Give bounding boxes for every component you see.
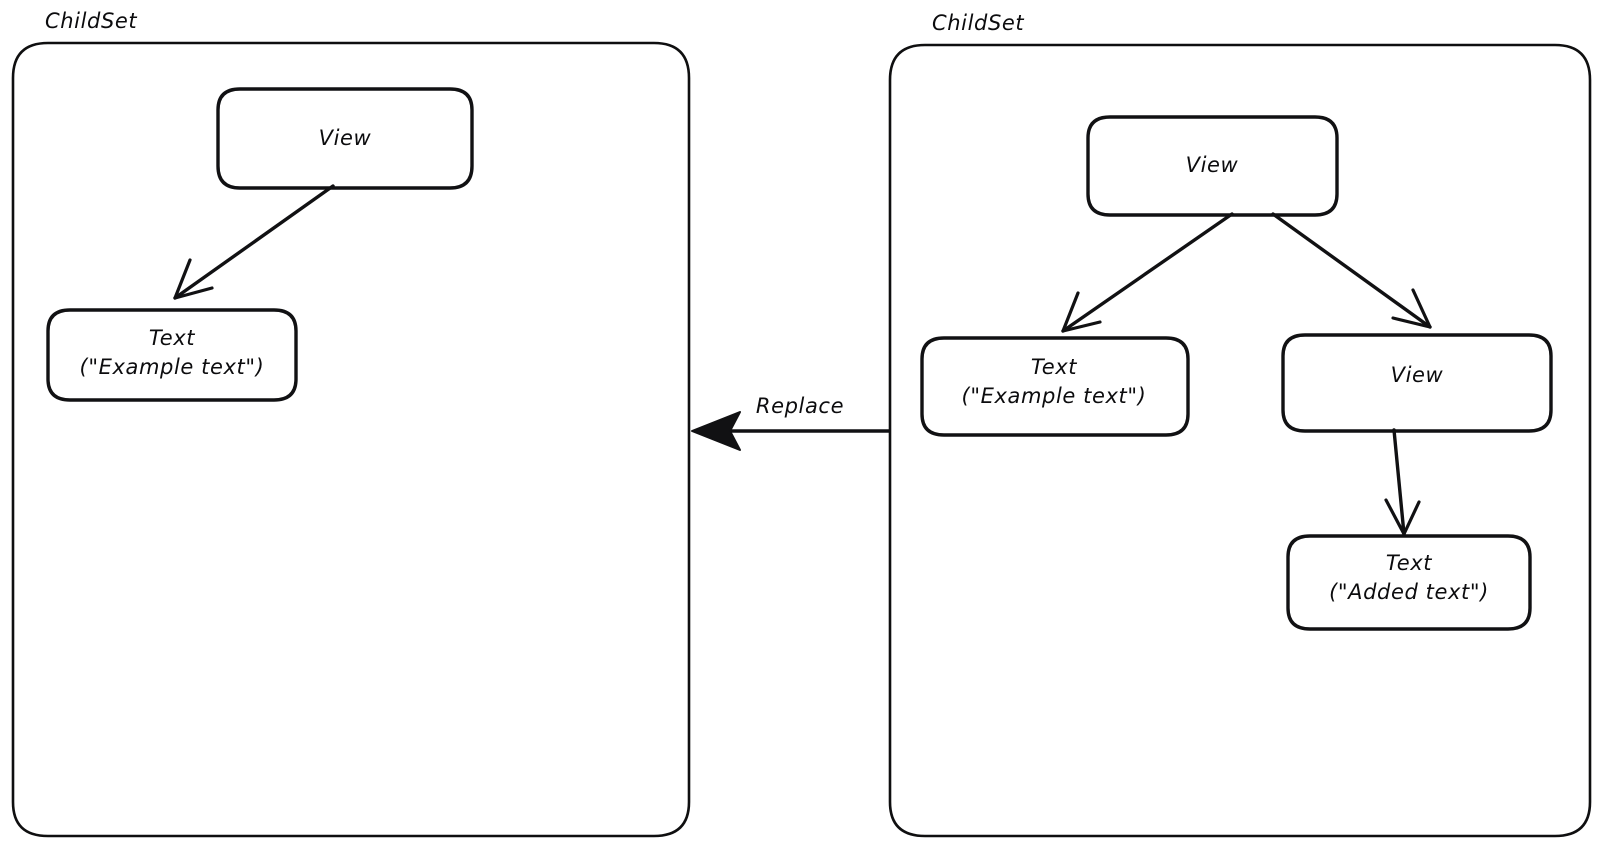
node-label-line1: View <box>319 126 372 150</box>
edge-shaft <box>173 184 335 300</box>
node-text-before: Text ("Example text") <box>46 308 298 402</box>
edge-shaft <box>1392 428 1406 536</box>
node-border <box>1281 333 1553 433</box>
node-text-after-added: Text ("Added text") <box>1286 534 1532 631</box>
panel-border-before <box>11 41 691 838</box>
node-label-line2: ("Example text") <box>962 384 1147 408</box>
replace-arrowhead <box>691 411 741 451</box>
node-border <box>1286 534 1532 631</box>
replace-transition: Replace <box>691 394 891 451</box>
node-label-line1: Text <box>1386 551 1432 575</box>
edge-after-view-to-added <box>1384 428 1421 536</box>
panel-label-before: ChildSet <box>45 9 137 33</box>
childset-panel-after: ChildSet View Text ("Example text") <box>888 11 1592 838</box>
edge-arrowhead <box>1384 498 1421 536</box>
node-border <box>46 308 298 402</box>
childset-panel-before: ChildSet View Text ("Example text") <box>11 9 691 838</box>
node-view-before-root: View <box>216 87 474 190</box>
edge-shaft <box>1061 212 1234 333</box>
node-border <box>1086 115 1339 217</box>
edge-shaft <box>1271 212 1432 329</box>
node-label-line1: View <box>1186 153 1239 177</box>
panel-border-after <box>888 43 1592 838</box>
node-label-line2: ("Example text") <box>80 355 265 379</box>
edge-before-root-to-text <box>173 184 335 300</box>
node-label-line1: Text <box>149 326 195 350</box>
edge-arrowhead <box>173 258 214 300</box>
edge-after-root-to-text <box>1061 212 1234 333</box>
node-label-line1: View <box>1391 363 1444 387</box>
node-view-after-root: View <box>1086 115 1339 217</box>
node-border <box>216 87 474 190</box>
edge-arrowhead <box>1391 288 1432 329</box>
node-label-line1: Text <box>1031 355 1077 379</box>
node-label-line2: ("Added text") <box>1329 580 1489 604</box>
panel-label-after: ChildSet <box>932 11 1024 35</box>
node-view-after-nested: View <box>1281 333 1553 433</box>
node-border <box>920 336 1190 437</box>
replace-label: Replace <box>756 394 844 418</box>
edge-after-root-to-view <box>1271 212 1432 329</box>
edge-arrowhead <box>1061 291 1102 333</box>
node-text-after-example: Text ("Example text") <box>920 336 1190 437</box>
